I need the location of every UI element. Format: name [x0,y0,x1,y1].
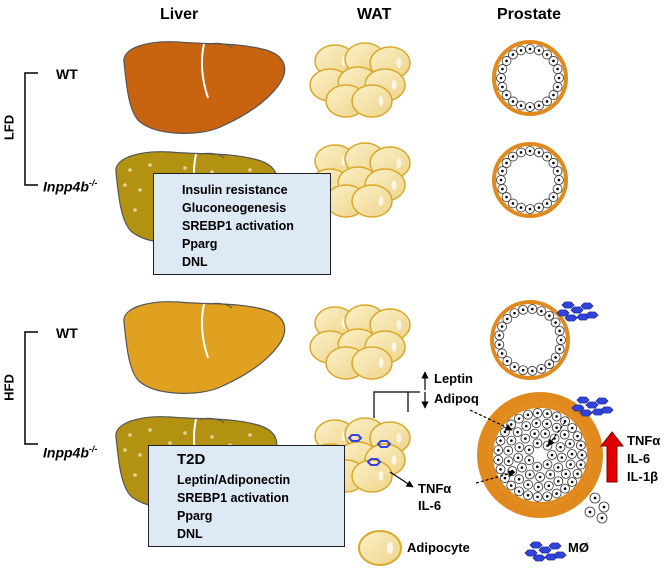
macrophage-cluster-hfd-wt [556,301,599,322]
wat-wt-hfd [309,304,411,380]
prostate-ko-hfd-lumen [489,404,591,506]
legend-adipocyte-label: Adipocyte [407,540,470,555]
wat-wt-lfd [309,42,411,118]
hfd-effect-title: T2D [177,451,206,468]
lfd-bracket [24,72,38,186]
wat-tnf-label: TNFα [418,481,452,496]
macrophage-cluster-hfd-ko [571,396,614,417]
legend-macrophage-shape [524,541,567,562]
genotype-ko-lfd: Inpp4b-/- [43,178,98,195]
wat-macrophage [376,440,392,448]
group-label-lfd: LFD [1,114,17,141]
wat-leptin-label: Leptin [434,371,473,386]
wat-adipoq-label: Adipoq [434,391,479,406]
red-up-arrow-prostate [599,431,625,483]
genotype-wt-hfd: WT [56,325,78,341]
wat-signal-arrows [373,371,566,488]
hfd-effect-2: SREBP1 activation [177,491,289,505]
lfd-effect-2: Gluconeogenesis [182,201,287,215]
lfd-liver-effects-box: Insulin resistance Gluconeogenesis SREBP… [153,173,331,275]
prostate-wt-lfd [492,40,568,116]
liver-wt-hfd [123,301,286,394]
wat-ko-lfd [309,142,411,218]
lfd-effect-4: Pparg [182,237,218,251]
hfd-bracket [24,331,38,445]
hfd-effect-3: Pparg [177,509,213,523]
header-wat: WAT [357,6,392,23]
wat-macrophage [347,434,363,442]
wat-il6-label: IL-6 [418,498,442,513]
hfd-effect-4: DNL [177,527,203,541]
legend-adipocyte-icon [358,530,402,566]
header-prostate: Prostate [497,6,562,23]
lfd-effect-5: DNL [182,255,208,269]
prostate-cytokine-2: IL-6 [627,451,651,466]
header-liver: Liver [160,6,199,23]
hfd-effect-1: Leptin/Adiponectin [177,473,291,487]
group-label-hfd: HFD [1,374,17,401]
hfd-liver-effects-box: T2D Leptin/Adiponectin SREBP1 activation… [148,445,345,547]
lfd-effect-3: SREBP1 activation [182,219,294,233]
prostate-ko-hfd [477,392,610,524]
prostate-wt-hfd [490,300,570,380]
prostate-ko-lfd [492,142,568,218]
legend-macrophage-label: MØ [568,540,589,555]
lfd-effect-1: Insulin resistance [182,183,288,197]
liver-wt-lfd [123,41,286,134]
wat-macrophage [366,458,382,466]
genotype-ko-hfd: Inpp4b-/- [43,444,98,461]
genotype-wt-lfd: WT [56,66,78,82]
prostate-cytokine-1: TNFα [627,433,661,448]
legend-macrophage-icon [524,541,567,562]
prostate-cytokine-3: IL-1β [627,469,659,484]
